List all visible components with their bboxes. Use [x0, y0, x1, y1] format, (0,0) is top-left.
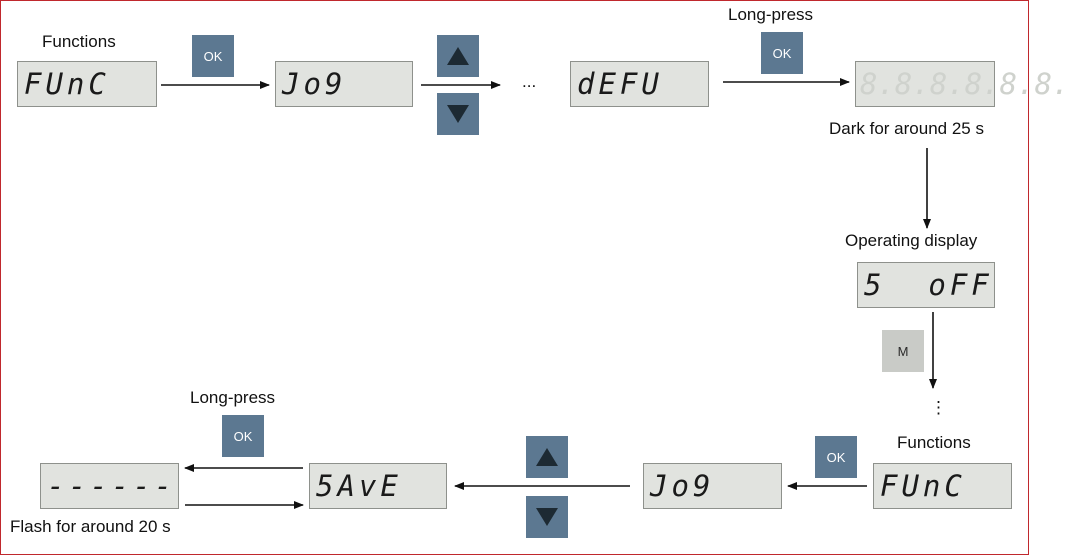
ok-button-2[interactable]: OK — [761, 32, 803, 74]
ok-button-4[interactable]: OK — [815, 436, 857, 478]
down-button-1[interactable] — [437, 93, 479, 135]
up-button-1[interactable] — [437, 35, 479, 77]
functions-label-top: Functions — [42, 32, 116, 51]
down-button-2[interactable] — [526, 496, 568, 538]
display-jog-top: Jo9 — [275, 61, 413, 107]
display-dark: 8.8.8.8.8.8. — [855, 61, 1070, 107]
display-func-top: FUnC — [17, 61, 157, 107]
up-arrow-icon — [536, 448, 558, 466]
functions-label-bottom: Functions — [897, 433, 971, 452]
m-button[interactable]: M — [882, 330, 924, 372]
display-dashes: ------ — [40, 463, 179, 509]
ok-button-1[interactable]: OK — [192, 35, 234, 77]
display-func-bottom: FUnC — [873, 463, 1012, 509]
flash-label: Flash for around 20 s — [10, 517, 171, 536]
ok-button-3[interactable]: OK — [222, 415, 264, 457]
operating-display-label: Operating display — [845, 231, 978, 250]
up-arrow-icon — [447, 47, 469, 65]
ellipsis-vertical: ⋮ — [930, 398, 947, 417]
long-press-label-bottom: Long-press — [190, 388, 276, 407]
down-arrow-icon — [447, 105, 469, 123]
long-press-label-top: Long-press — [728, 5, 814, 24]
flow-arrows — [161, 78, 937, 509]
down-arrow-icon — [536, 508, 558, 526]
dark-label: Dark for around 25 s — [829, 119, 984, 138]
display-s-off: 5 oFF — [857, 262, 995, 308]
display-save: 5AvE — [309, 463, 447, 509]
display-jog-bottom: Jo9 — [643, 463, 782, 509]
display-defu: dEFU — [570, 61, 709, 107]
ellipsis-horizontal: ... — [522, 72, 537, 91]
up-button-2[interactable] — [526, 436, 568, 478]
